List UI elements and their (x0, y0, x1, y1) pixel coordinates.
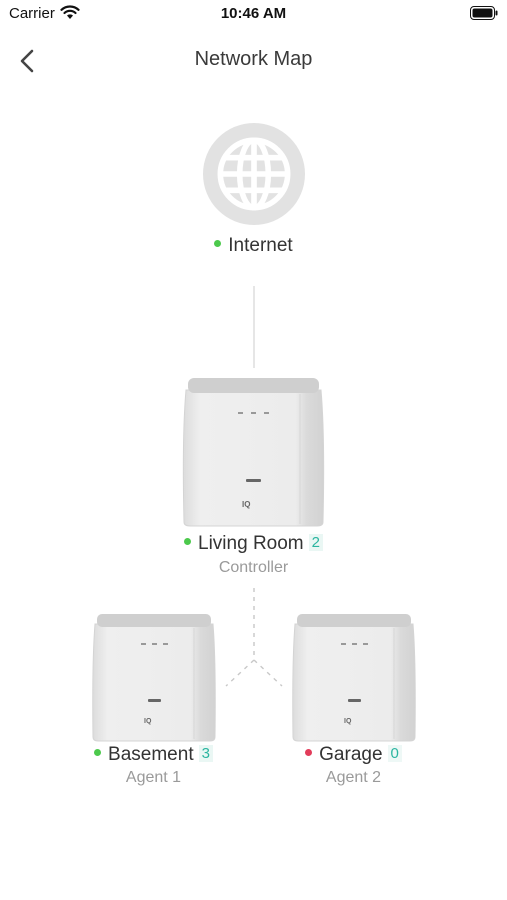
basement-count-badge: 3 (198, 745, 213, 763)
garage-link-line (253, 659, 283, 687)
router-basement[interactable]: IQ (90, 612, 218, 742)
back-button[interactable] (12, 42, 44, 78)
chevron-left-icon (20, 49, 34, 73)
basement-link-line (225, 659, 255, 687)
page-title: Network Map (194, 48, 313, 70)
garage-status-dot (305, 749, 313, 757)
router-device-icon: IQ (182, 378, 325, 527)
basement-status-dot (94, 749, 102, 757)
garage-role: Agent 2 (325, 769, 382, 786)
controller-status-dot (184, 538, 192, 546)
status-bar: Carrier 10:46 AM (0, 0, 507, 28)
controller-name: Living Room (198, 533, 304, 554)
svg-text:IQ: IQ (344, 718, 352, 725)
battery-icon (470, 6, 498, 20)
router-device-icon: IQ (92, 614, 216, 742)
router-garage[interactable]: IQ (290, 612, 418, 742)
svg-text:IQ: IQ (144, 718, 152, 725)
controller-count-badge: 2 (308, 534, 323, 552)
internet-node-label[interactable]: Internet (0, 235, 507, 257)
globe-icon (203, 123, 305, 225)
basement-role: Agent 1 (125, 769, 182, 786)
svg-text:IQ: IQ (242, 500, 250, 509)
nav-bar: Network Map (0, 36, 507, 84)
garage-name: Garage (319, 744, 383, 765)
basement-name: Basement (108, 744, 194, 765)
internet-status-dot (214, 240, 222, 248)
garage-count-badge: 0 (387, 745, 402, 763)
internet-label-text: Internet (228, 235, 293, 256)
clock: 10:46 AM (220, 5, 287, 22)
router-device-icon: IQ (292, 614, 416, 742)
router-living-room[interactable]: IQ (180, 376, 327, 528)
controller-role: Controller (218, 559, 289, 576)
carrier-label: Carrier (9, 5, 55, 22)
wifi-icon (60, 5, 80, 19)
